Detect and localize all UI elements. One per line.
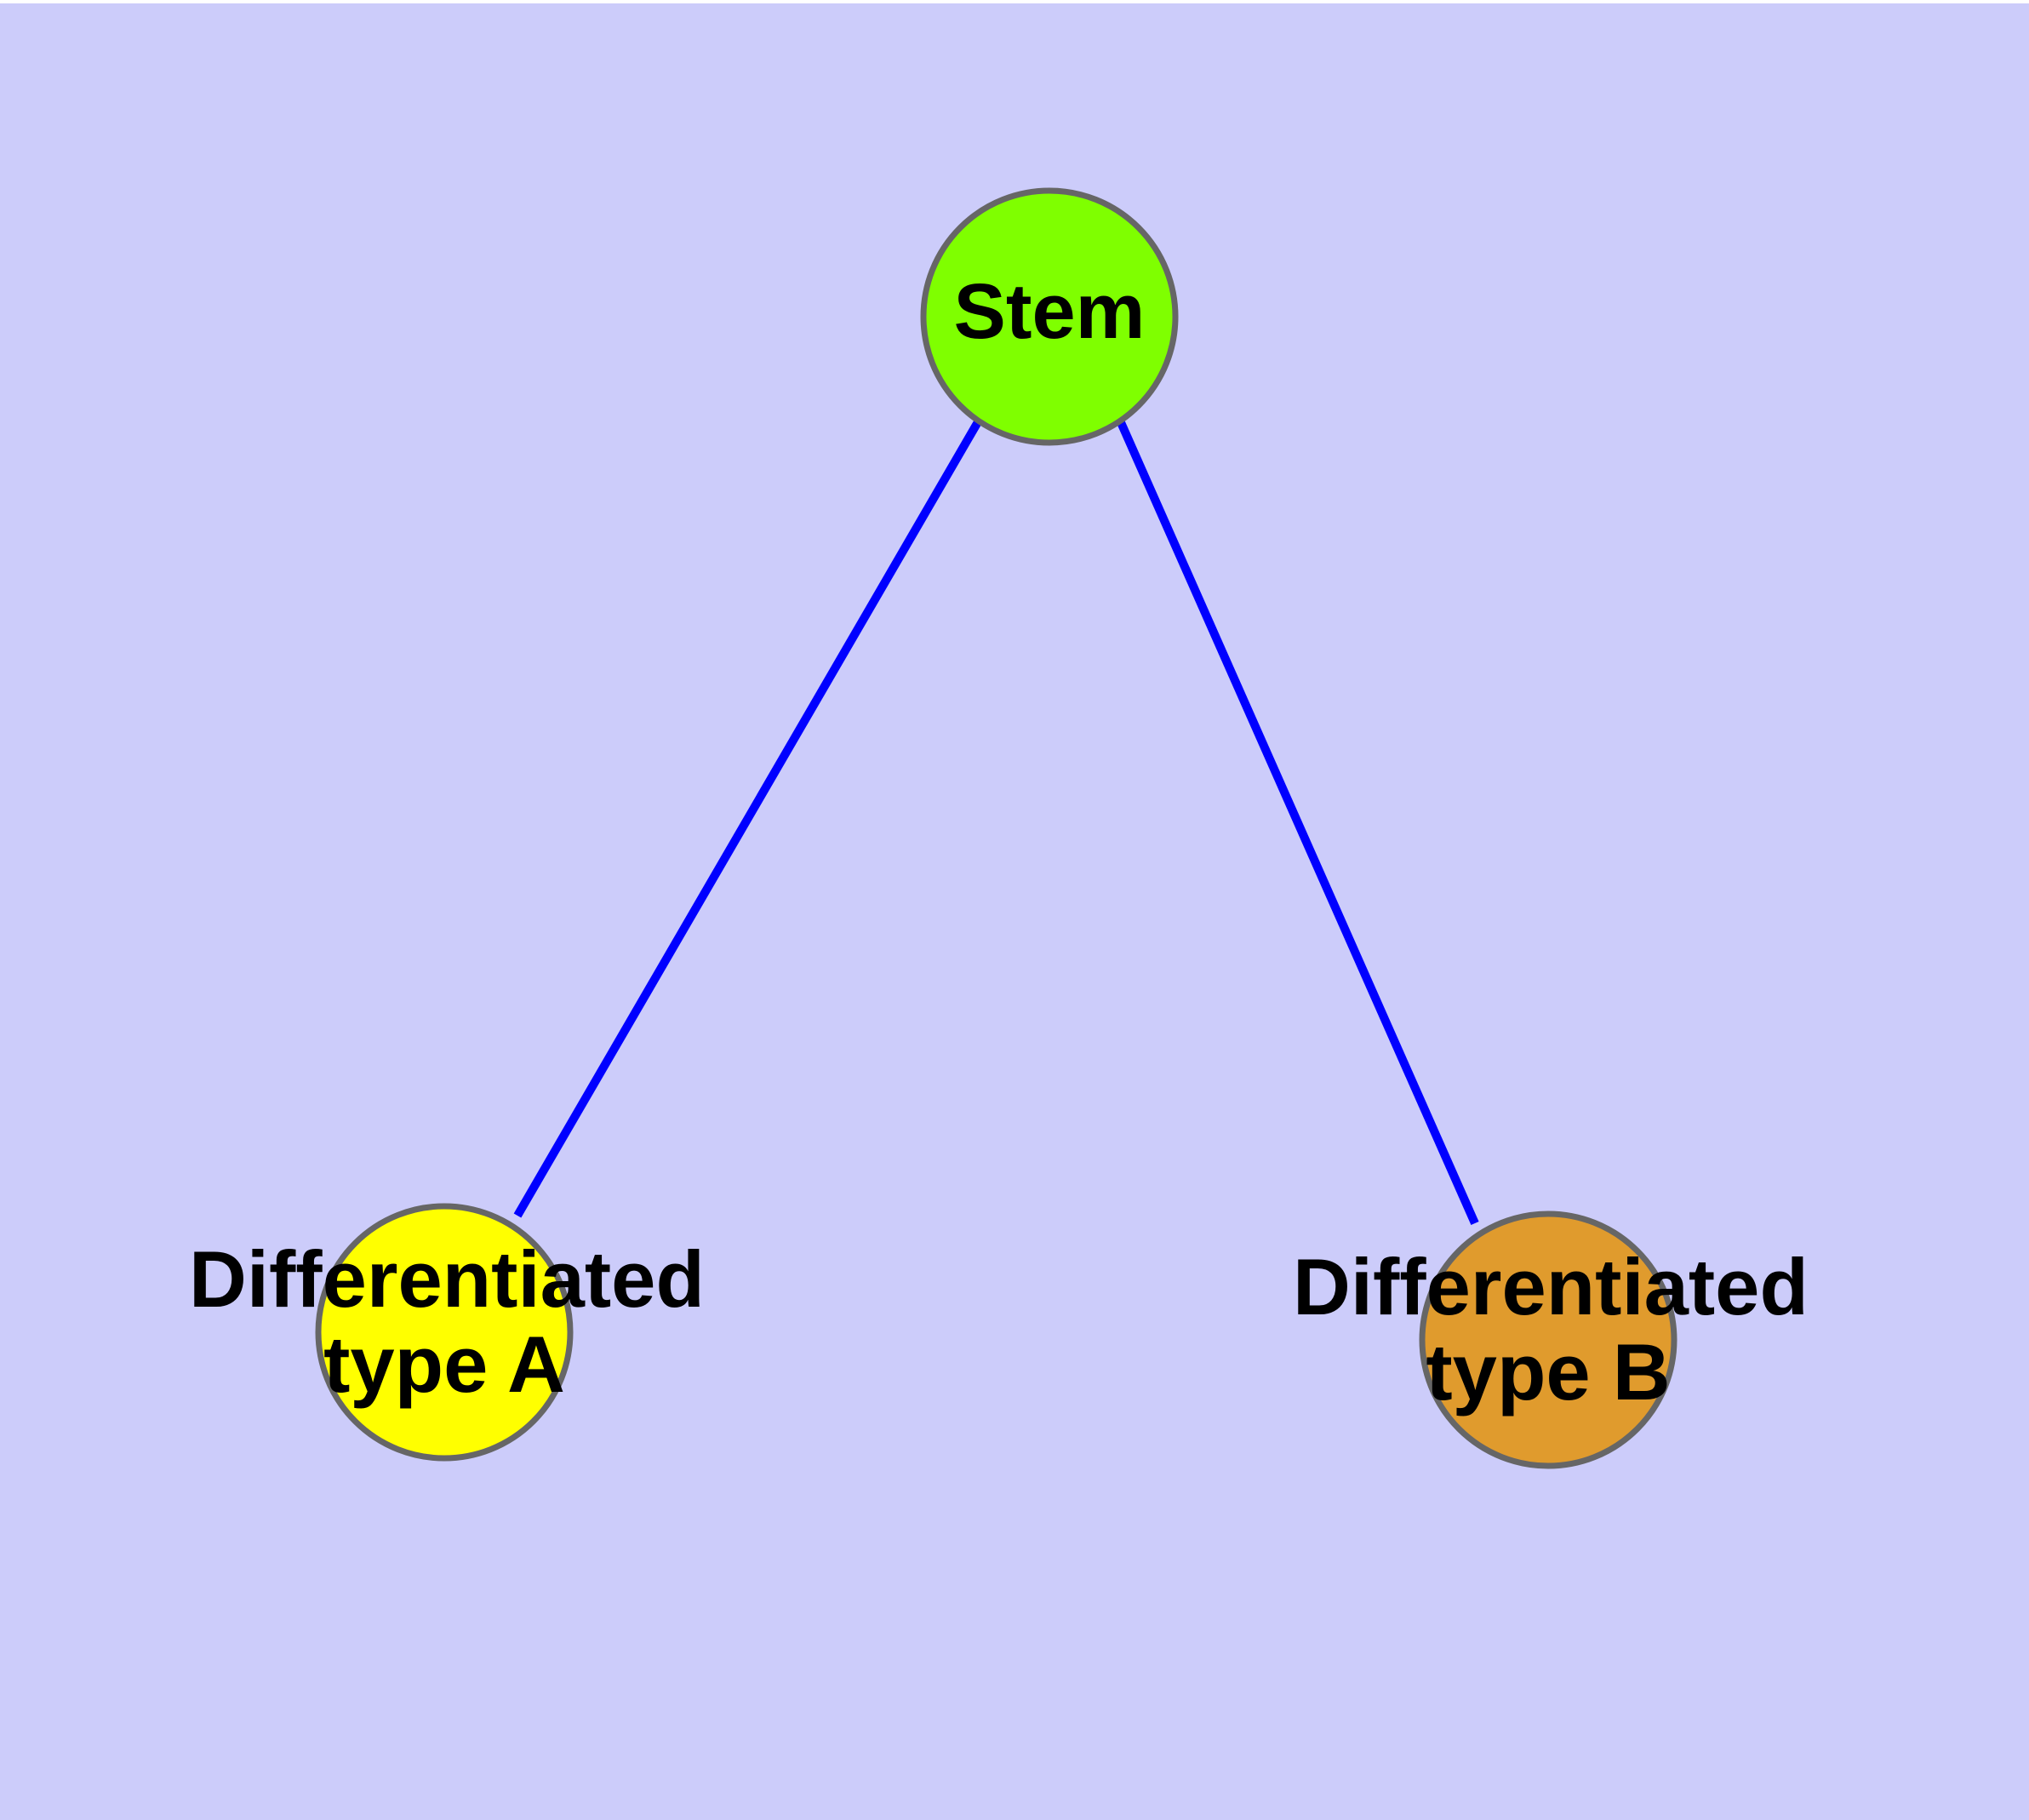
node-stem[interactable] (920, 187, 1179, 446)
edges-group (513, 418, 1479, 1226)
edge-stem-to-differentiated-b[interactable] (1116, 418, 1479, 1226)
nodes-group (315, 187, 1677, 1469)
edge-stem-to-differentiated-a[interactable] (513, 418, 983, 1218)
node-differentiated-type-a[interactable] (315, 1203, 574, 1462)
node-differentiated-type-b[interactable] (1419, 1210, 1677, 1469)
